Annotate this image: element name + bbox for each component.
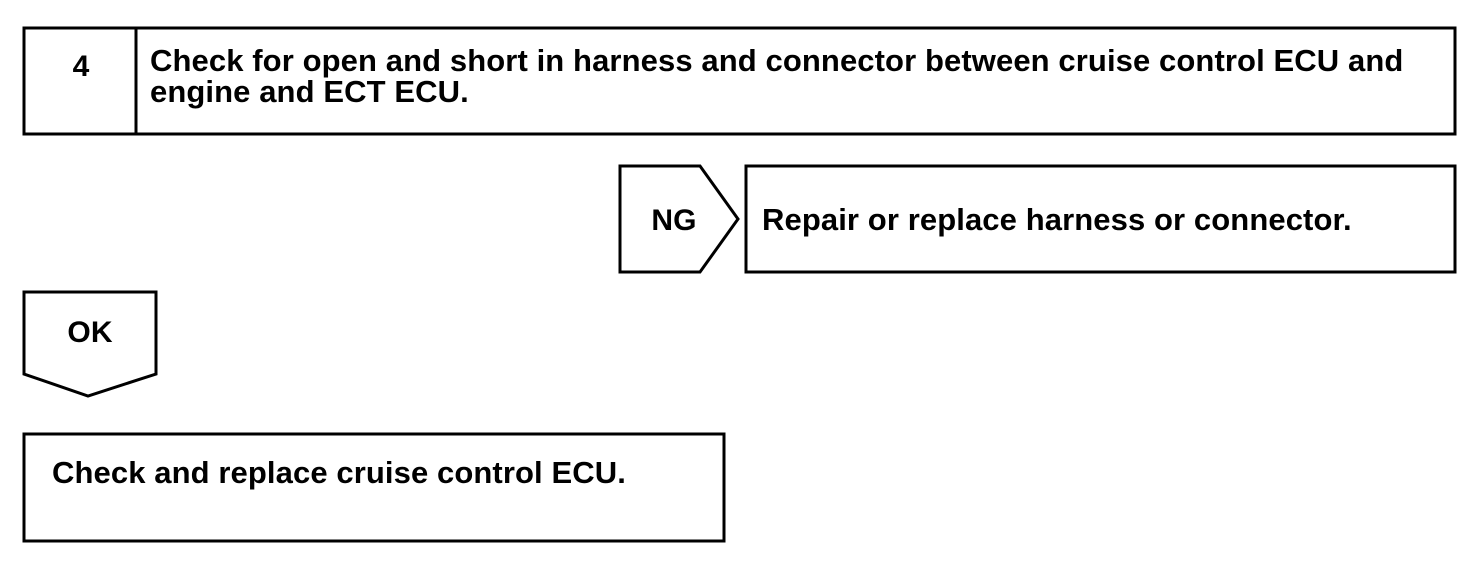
ng-action-text: Repair or replace harness or connector. xyxy=(762,202,1352,237)
step-title: Check for open and short in harness and … xyxy=(150,43,1404,109)
ng-label: NG xyxy=(651,204,697,237)
ng-arrow-shape xyxy=(618,164,740,274)
ok-arrow-shape xyxy=(22,290,158,398)
step-number: 4 xyxy=(72,50,90,83)
ng-action-box xyxy=(744,164,1457,274)
ok-label: OK xyxy=(67,316,113,349)
step-box xyxy=(22,26,1457,136)
final-action-box xyxy=(22,432,726,543)
final-action-text: Check and replace cruise control ECU. xyxy=(52,455,626,490)
